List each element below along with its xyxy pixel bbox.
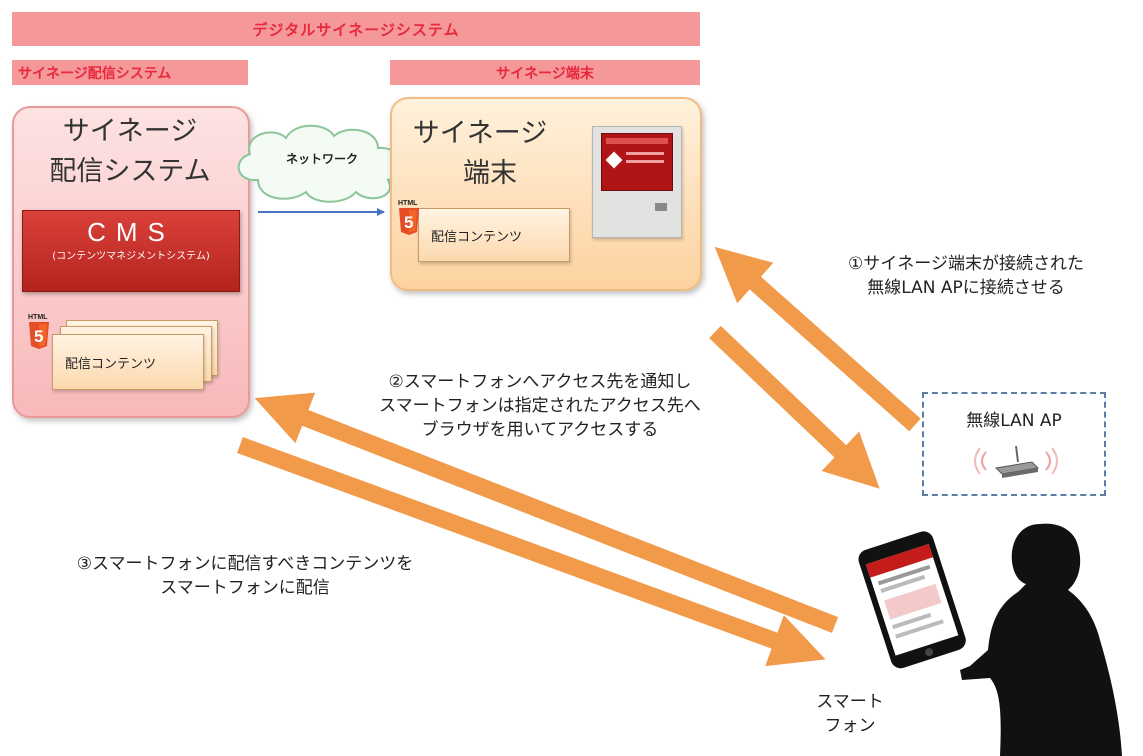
network-label: ネットワーク [285, 152, 358, 166]
delivery-content-label: 配信コンテンツ [65, 356, 157, 372]
network-cloud [237, 124, 403, 203]
terminal-content-label: 配信コンテンツ [431, 229, 523, 245]
svg-text:5: 5 [404, 213, 413, 232]
step2-line2: スマートフォンは指定されたアクセス先へ [379, 396, 701, 416]
delivery-system-title-line1: サイネージ [62, 116, 198, 147]
terminal-title: サイネージ 端末 [400, 114, 560, 194]
step3-line1: ③スマートフォンに配信すべきコンテンツを [76, 554, 414, 574]
step1-line2: 無線LAN APに接続させる [867, 278, 1065, 298]
terminal-banner: サイネージ端末 [390, 60, 700, 85]
cms-title: CMS [87, 217, 175, 247]
terminal-content-card: 配信コンテンツ [418, 208, 570, 262]
wireless-ap-label: 無線LAN AP [966, 411, 1062, 431]
smartphone-label-line1: スマート [816, 692, 884, 712]
cms-block: CMS (コンテンツマネジメントシステム) [22, 210, 240, 292]
smartphone-label-line2: フォン [824, 716, 876, 736]
step1-line1: ①サイネージ端末が接続された [848, 254, 1084, 274]
delivery-system-title: サイネージ 配信システム [20, 112, 240, 192]
person-silhouette [960, 523, 1122, 756]
content-card-front: 配信コンテンツ [52, 334, 204, 390]
signage-device-image [592, 126, 682, 238]
html5-icon-text: HTML [398, 200, 418, 207]
step3-line2: スマートフォンに配信 [160, 578, 330, 598]
step1-text: ①サイネージ端末が接続された 無線LAN APに接続させる [796, 252, 1136, 300]
delivery-system-title-line2: 配信システム [49, 156, 211, 187]
terminal-title-line1: サイネージ [412, 118, 548, 149]
smartphone-label: スマート フォン [790, 690, 910, 738]
step2-text: ②スマートフォンへアクセス先を通知し スマートフォンは指定されたアクセス先へ ブ… [290, 370, 790, 442]
system-banner: デジタルサイネージシステム [12, 12, 700, 46]
step2-line3: ブラウザを用いてアクセスする [421, 420, 659, 440]
step3-text: ③スマートフォンに配信すべきコンテンツを スマートフォンに配信 [20, 552, 470, 600]
arrow-phone-to-system [254, 392, 839, 633]
wireless-ap-box [922, 392, 1106, 496]
terminal-title-line2: 端末 [463, 158, 517, 189]
delivery-system-banner: サイネージ配信システム [12, 60, 248, 85]
signage-slot [655, 203, 667, 211]
html5-icon: HTML 5 [28, 314, 49, 349]
arrow-system-to-phone [237, 437, 826, 667]
step2-line1: ②スマートフォンへアクセス先を通知し [388, 372, 692, 392]
arrow-ap-to-terminal [714, 246, 921, 432]
signage-screen [601, 133, 673, 191]
arrow-terminal-to-phone [709, 325, 880, 489]
smartphone-icon [858, 531, 966, 669]
wireless-router-icon [974, 445, 1058, 478]
svg-text:5: 5 [34, 327, 43, 346]
cms-subtitle: (コンテンツマネジメントシステム) [52, 251, 210, 262]
html5-icon: HTML 5 [398, 200, 419, 235]
person-with-smartphone [858, 523, 1122, 756]
html5-icon-text: HTML [28, 314, 48, 321]
